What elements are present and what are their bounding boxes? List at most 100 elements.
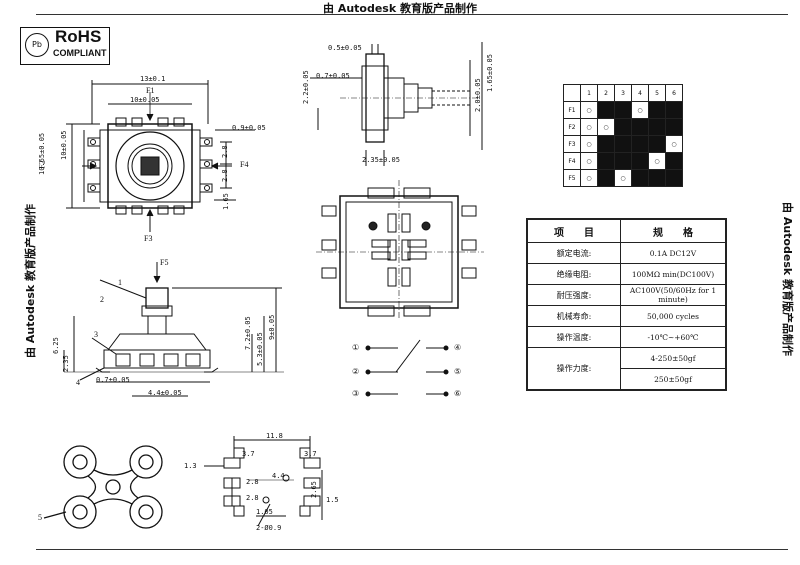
grid-row-label: F3: [563, 135, 581, 153]
dim-h4: 5.3±0.05: [256, 332, 264, 366]
grid-cell: [648, 135, 666, 153]
grid-row-label: F5: [563, 169, 581, 187]
spec-table: 项 目 规 格 额定电流: 0.1A DC12V 绝缘电阻: 100MΩ min…: [526, 218, 727, 391]
label-f3: F3: [144, 234, 153, 243]
dim-h5: 9±0.05: [268, 314, 276, 340]
grid-cell: ○: [665, 135, 683, 153]
spec-value: 100MΩ min(DC100V): [620, 263, 727, 285]
grid-row: F5 ○ ○: [563, 169, 683, 187]
label-f4: F4: [240, 160, 249, 169]
spec-row: 250±50gf: [527, 368, 727, 391]
grid-header-cell: 5: [648, 84, 666, 102]
grid-cell: [631, 169, 649, 187]
dim-w1: 0.7±0.05: [96, 376, 130, 384]
grid-row: F3 ○ ○: [563, 135, 683, 153]
circuit-2: ②: [352, 367, 360, 376]
grid-cell: [631, 135, 649, 153]
callout-4: 4: [76, 378, 80, 387]
grid-cell: [597, 101, 615, 119]
grid-cell: ○: [597, 118, 615, 136]
rohs-compliant: COMPLIANT: [53, 48, 107, 58]
grid-cell: [665, 152, 683, 170]
label-f5: F5: [160, 258, 169, 267]
grid-cell: ○: [648, 152, 666, 170]
grid-cell: [597, 135, 615, 153]
grid-cell: ○: [580, 152, 598, 170]
spec-row: 机械寿命: 50,000 cycles: [526, 305, 727, 327]
grid-cell: [648, 118, 666, 136]
dim-h2: 2.35: [62, 355, 70, 372]
dim-fp-d: 2.8: [246, 478, 259, 486]
spec-row: 耐压强度: AC100V(50/60Hz for 1 minute): [526, 284, 727, 306]
grid-cell: [665, 101, 683, 119]
grid-cell: ○: [614, 169, 632, 187]
watermark-top: 由 Autodesk 教育版产品制作: [322, 2, 477, 15]
spec-value: AC100V(50/60Hz for 1 minute): [620, 284, 727, 306]
spec-key: 耐压强度:: [526, 284, 621, 306]
footprint-drawing: [204, 436, 323, 527]
dim-fp-g: 2.65: [310, 481, 318, 498]
callout-1: 1: [118, 278, 122, 287]
circuit-4: ④: [454, 343, 462, 352]
callout-5: 5: [38, 513, 42, 522]
dim-pin: 0.9±0.05: [232, 124, 266, 132]
grid-row: F1 ○ ○: [563, 101, 683, 119]
cross-part-drawing: [43, 445, 163, 529]
grid-header-row: 1 2 3 4 5 6: [563, 84, 683, 102]
position-grid: 1 2 3 4 5 6 F1 ○ ○ F2 ○ ○ F3 ○ ○ F4 ○: [563, 84, 683, 187]
grid-cell: [665, 169, 683, 187]
spec-value: -10℃~+60℃: [620, 326, 727, 348]
dim-height: 10.65±0.05: [38, 132, 46, 175]
dim-d5: 1.65±0.05: [486, 54, 494, 92]
spec-value: 50,000 cycles: [620, 305, 727, 327]
dim-d6: 2.0±0.05: [474, 78, 482, 112]
drawing-frame: [36, 14, 788, 550]
dim-fp-b: 3.7: [304, 450, 317, 458]
dim-pitch-a: 2.8: [221, 145, 229, 158]
grid-cell: [614, 101, 632, 119]
circuit-drawing: [365, 339, 449, 397]
spec-header-spec: 规 格: [620, 218, 727, 243]
grid-header-cell: 6: [665, 84, 683, 102]
top-view-drawing: [66, 80, 255, 232]
spec-header-item: 项 目: [526, 218, 621, 243]
pb-free-icon: Pb: [25, 33, 49, 57]
grid-row-label: F1: [563, 101, 581, 119]
grid-header-cell: 4: [631, 84, 649, 102]
grid-row-label: F2: [563, 118, 581, 136]
grid-cell: ○: [580, 118, 598, 136]
grid-row: F4 ○ ○: [563, 152, 683, 170]
spec-key: 绝缘电阻:: [526, 263, 621, 285]
grid-cell: ○: [580, 101, 598, 119]
dim-fp-a: 3.7: [242, 450, 255, 458]
spec-header-row: 项 目 规 格: [526, 218, 727, 243]
spec-row: 绝缘电阻: 100MΩ min(DC100V): [526, 263, 727, 285]
spec-row: 操作温度: -10℃~+60℃: [526, 326, 727, 348]
circuit-1: ①: [352, 343, 360, 352]
dim-fp-c: 1.3: [184, 462, 197, 470]
dim-fp-j: 2-Ø0.9: [256, 524, 282, 532]
callout-3: 3: [94, 330, 98, 339]
spec-value: 0.1A DC12V: [620, 242, 727, 264]
side-view-top-drawing: [310, 42, 483, 166]
dim-fp-e: 2.8: [246, 494, 259, 502]
side-view-drawing: [63, 262, 284, 397]
grid-cell: [614, 135, 632, 153]
circuit-6: ⑥: [454, 389, 462, 398]
dim-fp-f: 4.4: [272, 472, 285, 480]
dim-left: 10±0.05: [60, 130, 68, 160]
spec-key: 操作温度:: [526, 326, 621, 348]
grid-cell: ○: [631, 101, 649, 119]
spec-key: 机械寿命:: [526, 305, 621, 327]
circuit-3: ③: [352, 389, 360, 398]
grid-header-cell: 1: [580, 84, 598, 102]
grid-cell: [648, 169, 666, 187]
dim-d2: 0.7±0.05: [316, 72, 350, 80]
spec-row: 额定电流: 0.1A DC12V: [526, 242, 727, 264]
grid-cell: [597, 169, 615, 187]
spec-key: 额定电流:: [526, 242, 621, 264]
dim-d1: 0.5±0.05: [328, 44, 362, 52]
dim-inner: 10±0.05: [130, 96, 160, 104]
grid-cell: [631, 118, 649, 136]
